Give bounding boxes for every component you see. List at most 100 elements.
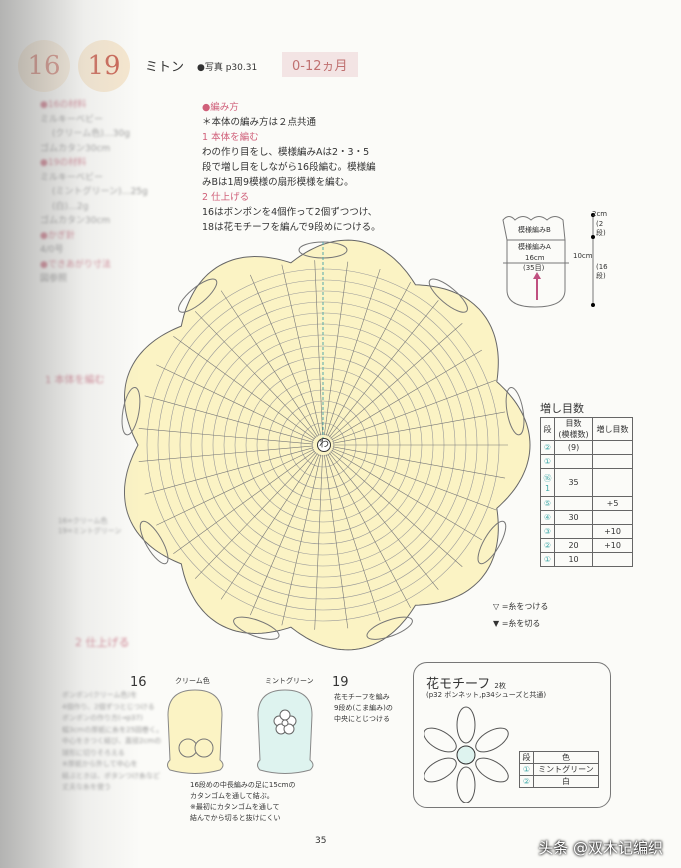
note-line: 結ぶときは、ボタンつけ糸など [62, 771, 160, 780]
material-item: (クリーム色)…30g [52, 129, 130, 139]
size-diagram [502, 213, 595, 308]
photo-ref: ●写真 p30.31 [197, 63, 258, 73]
stitch-line [138, 445, 314, 462]
note-line: カタンゴムを通して結ぶ。 [190, 792, 274, 800]
stitch-line [220, 290, 318, 437]
stitch-line [281, 454, 322, 626]
material-item: ミルキーベビー [40, 114, 104, 125]
pattern-number-16: 16 [18, 40, 70, 92]
width-label: 16cm [525, 254, 545, 262]
stitch-line [331, 449, 482, 541]
note-line: 4個作り、2個ずつとじつける [62, 702, 155, 711]
stitch-line [330, 451, 463, 567]
cut-yarn-icon: ▼ [493, 619, 500, 628]
petal [424, 757, 457, 783]
note-line: 幅3cmの厚紙に糸を25回巻く。 [62, 725, 164, 734]
title: ミトン [145, 60, 185, 75]
body-height: 10cm [573, 252, 593, 260]
stitch-line [314, 260, 323, 436]
increase-table-title: 増し目数 [540, 402, 584, 415]
flower-chart [424, 706, 509, 803]
note-line: 中央にとじつける [334, 715, 390, 723]
body-rows: (16段) [596, 263, 608, 280]
attach-yarn-icon: ▽ [493, 602, 500, 611]
stitch-line [156, 449, 315, 526]
material-item: ミルキーベビー [40, 172, 104, 183]
flower-icon [273, 709, 297, 735]
scallop-chain [366, 616, 413, 640]
stitch-line [332, 446, 506, 479]
top-height: 2cm [592, 210, 608, 218]
note-line: 16段めの中長編みの足に15cmの [190, 781, 296, 789]
pompom-icon [194, 738, 214, 758]
legend: ▽ =糸をつける ▼ =糸を切る [493, 598, 548, 632]
mitten-16 [167, 689, 224, 774]
stitch-line [332, 379, 497, 442]
stitch-line [327, 453, 411, 609]
note-line: ボンボンの作り方(→p37) [62, 714, 143, 722]
stitch-line [330, 323, 463, 439]
note-line: ※最初にカタンゴムを通して [190, 803, 280, 811]
material-item: ゴムカタン30cm [40, 143, 111, 154]
stitches-label: (35目) [523, 264, 545, 272]
stitch-line [144, 395, 314, 443]
petal [475, 757, 509, 783]
stitch-line [324, 454, 349, 629]
note-line: 丈夫な糸を使う [62, 783, 111, 791]
mitten-16-label: 16 [130, 675, 147, 690]
finish-heading: 2 仕上げる [75, 636, 130, 649]
flower-center [456, 745, 476, 765]
scallop-chain [505, 386, 525, 436]
stitch-line [220, 453, 318, 600]
material-item: (白)…2g [52, 201, 89, 212]
stitch-line [138, 428, 314, 445]
scallop-chain [178, 278, 218, 313]
scallop-chain [428, 278, 468, 313]
note-line: ボンボン(クリーム色)を [62, 691, 138, 699]
note-line: 球形に切りそろえる [62, 748, 125, 757]
header-cell: 目数 (模様数) [554, 417, 594, 441]
stitch-line [332, 448, 497, 511]
note-line: 花モチーフを編み [334, 693, 390, 701]
pompom-icon [178, 738, 198, 758]
table-row: ⑤+5 [539, 496, 633, 511]
petal [456, 706, 476, 744]
legend-attach: ▽ =糸をつける [493, 602, 549, 611]
age-badge: 0-12ヵ月 [282, 52, 358, 77]
flower-sub: (p32 ボンネット,p34シューズと共通) [426, 691, 547, 699]
stitch-line [194, 311, 317, 438]
note-line: 中心をきつく結び、直径2cmの [62, 737, 162, 745]
flower-title: 花モチーフ [426, 677, 491, 692]
top-rows: (2段) [596, 220, 606, 237]
mint-label: ミントグリーン [265, 677, 314, 685]
material-item: ゴムカタン30cm [40, 216, 111, 226]
stitch-line [250, 274, 320, 436]
pattern-b-label: 模様編みB [518, 226, 551, 234]
table-row: ③+10 [539, 524, 633, 539]
stitch-line [329, 300, 439, 438]
pompom-note: ボンボン(クリーム色)を 4個作り、2個ずつとじつけるボンボンの作り方(→p37)… [62, 690, 163, 794]
petal [475, 727, 509, 753]
note-line: 結んでから切ると抜けにくい [190, 814, 281, 822]
stitch-line [332, 411, 506, 444]
stitch-line [173, 336, 316, 440]
mitten-illustrations [167, 689, 314, 774]
material-item: (ミントグリーン)…25g [52, 187, 148, 197]
flower-count: 2枚 [494, 682, 506, 690]
petal [456, 766, 476, 803]
elastic-note: 16段めの中長編みの足に15cmのカタンゴムを通して結ぶ。 ※最初にカタンゴムを通… [190, 780, 295, 824]
note-line: ※厚紙から外して中心を [62, 760, 138, 768]
stitch-line [327, 281, 411, 437]
stitch-line [324, 261, 349, 436]
chart-color-16: 16=クリーム色 [58, 517, 108, 525]
pattern-a-label: 模様編みA [518, 243, 551, 251]
pattern-number-19: 19 [78, 40, 130, 92]
mitten-19-label: 19 [332, 675, 349, 690]
material-item: ●16の材料 [40, 100, 87, 110]
stitch-line [331, 349, 482, 441]
